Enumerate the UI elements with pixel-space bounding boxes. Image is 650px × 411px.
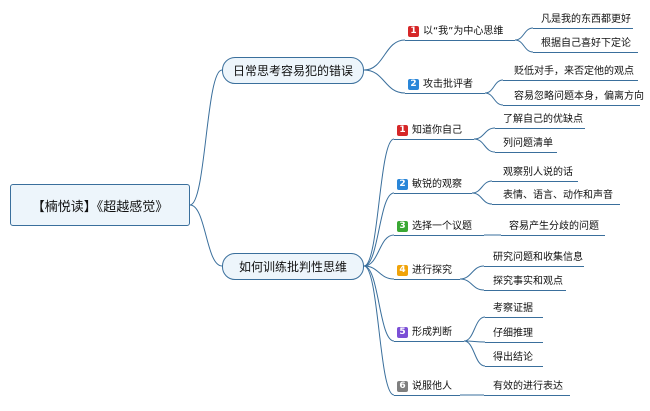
leaf-draw-conclusion[interactable]: 得出结论	[493, 352, 533, 363]
leaf-examine-evidence[interactable]: 考察证据	[493, 303, 533, 314]
leaf-research-collect[interactable]: 研究问题和收集信息	[493, 252, 583, 263]
connector	[463, 340, 486, 367]
leaf-facts-opinions[interactable]: 探究事实和观点	[493, 276, 563, 287]
connector	[363, 265, 395, 396]
leaf-effective-expression[interactable]: 有效的进行表达	[493, 381, 563, 392]
branch-common-errors[interactable]: 日常思考容易犯的错误	[222, 57, 364, 84]
connector	[363, 234, 395, 267]
underline	[394, 341, 464, 342]
connector	[471, 180, 493, 194]
connector	[363, 265, 395, 342]
underline	[503, 80, 638, 81]
underline	[495, 152, 557, 153]
connector	[471, 192, 493, 205]
leaf-careful-reasoning[interactable]: 仔细推理	[493, 328, 533, 339]
number-badge-3: 3	[397, 221, 408, 232]
leaf-strengths-weaknesses[interactable]: 了解自己的优缺点	[503, 114, 583, 125]
underline	[492, 204, 620, 205]
connector	[473, 127, 496, 140]
underline	[405, 93, 485, 94]
underline	[485, 342, 543, 343]
leaf-expression-language[interactable]: 表情、语言、动作和声音	[503, 190, 613, 201]
underline	[394, 395, 460, 396]
underline	[484, 290, 566, 291]
underline	[485, 366, 543, 367]
underline	[533, 28, 633, 29]
connector	[363, 39, 406, 71]
topic-know-yourself[interactable]: 知道你自己	[412, 125, 462, 136]
leaf-judge-by-preference[interactable]: 根据自己喜好下定论	[541, 38, 631, 49]
topic-keen-observation[interactable]: 敏锐的观察	[412, 179, 462, 190]
number-badge-6: 6	[397, 381, 408, 392]
leaf-observe-words[interactable]: 观察别人说的话	[503, 167, 573, 178]
underline	[484, 266, 584, 267]
connector	[363, 69, 406, 94]
leaf-ignore-issue[interactable]: 容易忽略问题本身，偏离方向	[514, 91, 644, 102]
topic-choose-issue[interactable]: 选择一个议题	[412, 221, 472, 232]
root-node[interactable]: 【楠悦读】《超越感觉》	[10, 184, 190, 226]
connector	[463, 316, 486, 342]
underline	[495, 128, 585, 129]
connector	[484, 79, 504, 94]
connector	[473, 138, 496, 153]
connector	[514, 39, 534, 53]
underline	[394, 235, 484, 236]
leaf-divisive-issue[interactable]: 容易产生分歧的问题	[509, 221, 599, 232]
connector	[363, 138, 395, 267]
topic-form-judgment[interactable]: 形成判断	[412, 327, 452, 338]
connector	[514, 27, 534, 41]
underline	[492, 181, 578, 182]
connector	[484, 92, 504, 106]
connector-root-branch-2	[189, 204, 223, 267]
connector	[363, 192, 395, 267]
number-badge-1: 1	[408, 26, 419, 37]
number-badge-2: 2	[408, 79, 419, 90]
topic-investigate[interactable]: 进行探究	[412, 265, 452, 276]
underline	[503, 105, 640, 106]
topic-self-centered[interactable]: 以“我”为中心思维	[423, 26, 504, 37]
leaf-question-list[interactable]: 列问题清单	[503, 138, 553, 149]
connector	[363, 265, 395, 280]
connector	[459, 278, 485, 291]
underline	[394, 279, 460, 280]
underline	[394, 193, 472, 194]
branch-train-critical-thinking[interactable]: 如何训练批判性思维	[222, 253, 364, 280]
number-badge-5: 5	[397, 327, 408, 338]
underline	[501, 235, 605, 236]
underline	[394, 139, 474, 140]
leaf-mine-is-better[interactable]: 凡是我的东西都更好	[541, 14, 631, 25]
topic-persuade-others[interactable]: 说服他人	[412, 381, 452, 392]
underline	[533, 52, 638, 53]
number-badge-1: 1	[397, 125, 408, 136]
leaf-belittle-opponent[interactable]: 贬低对手，来否定他的观点	[514, 66, 634, 77]
connector	[459, 265, 485, 280]
number-badge-2: 2	[397, 179, 408, 190]
connector-root-branch-1	[189, 69, 223, 206]
underline	[484, 395, 570, 396]
underline	[405, 40, 515, 41]
number-badge-4: 4	[397, 265, 408, 276]
topic-attack-critic[interactable]: 攻击批评者	[423, 79, 473, 90]
underline	[485, 317, 543, 318]
